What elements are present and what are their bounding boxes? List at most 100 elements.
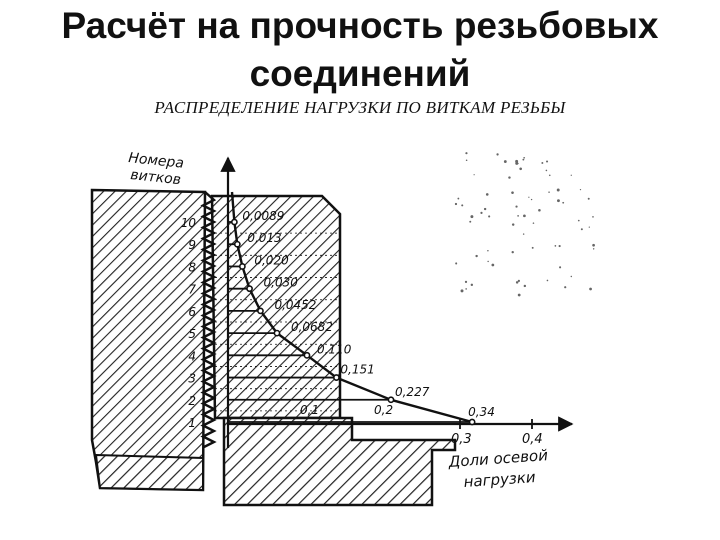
load-value-label: 0,227 — [395, 385, 430, 399]
noise-speck — [558, 244, 561, 248]
load-value-label: 0,030 — [264, 276, 299, 290]
load-bars — [228, 218, 476, 426]
load-point — [257, 307, 264, 315]
noise-speck — [457, 197, 460, 200]
y-axis-label-line1: Номера — [128, 150, 185, 172]
load-point — [233, 240, 241, 248]
turn-number: 5 — [188, 327, 196, 341]
noise-speck — [508, 176, 511, 179]
noise-speck — [589, 287, 592, 291]
noise-speck — [469, 220, 472, 223]
noise-speck — [511, 223, 515, 226]
slide-subtitle: РАСПРЕДЕЛЕНИЕ НАГРУЗКИ ПО ВИТКАМ РЕЗЬБЫ — [154, 98, 566, 117]
turn-number: 8 — [188, 260, 196, 274]
load-value-label: 0,0682 — [291, 320, 333, 334]
turn-number: 6 — [188, 305, 196, 319]
turn-number: 10 — [181, 216, 197, 230]
noise-speck — [517, 215, 519, 217]
thread-profile — [200, 191, 217, 449]
load-point — [238, 263, 246, 270]
noise-speck — [515, 281, 519, 284]
noise-speck — [473, 174, 475, 176]
base-flange — [222, 416, 457, 507]
noise-speck — [522, 233, 525, 235]
turn-number: 3 — [188, 372, 196, 386]
noise-speck — [522, 158, 525, 161]
noise-speck — [528, 196, 530, 198]
load-point — [230, 218, 238, 226]
noise-speck — [483, 207, 487, 211]
load-value-labels: 0,00890,0130,0200,0300,04520,06820,1100,… — [242, 209, 494, 419]
bolt-bottom-band — [94, 453, 204, 492]
turn-number: 9 — [188, 238, 196, 252]
noise-speck — [461, 204, 464, 207]
load-value-label: 0,020 — [254, 253, 289, 267]
noise-speck — [455, 262, 458, 265]
turn-number: 4 — [188, 349, 196, 363]
noise-speck — [464, 280, 468, 283]
inner-load-label: 0,1 — [300, 403, 319, 417]
x-tick-0-3: 0,3 — [451, 432, 472, 447]
noise-speck — [491, 263, 495, 267]
noise-speck — [517, 293, 521, 297]
noise-speck — [587, 197, 590, 200]
scan-noise — [454, 152, 595, 297]
noise-speck — [523, 214, 526, 218]
noise-speck — [541, 161, 544, 164]
noise-speck — [465, 152, 468, 155]
noise-speck — [487, 250, 489, 252]
noise-speck — [532, 222, 535, 224]
turn-number: 2 — [188, 394, 196, 408]
noise-speck — [530, 198, 533, 201]
noise-speck — [454, 202, 458, 206]
noise-speck — [465, 288, 467, 290]
noise-speck — [588, 226, 590, 228]
noise-speck — [523, 284, 527, 288]
slide-title-line1: Расчёт на прочность резьбовых — [61, 5, 659, 46]
turn-number: 1 — [188, 416, 196, 430]
noise-speck — [496, 153, 499, 156]
noise-speck — [559, 266, 562, 269]
y-axis-label-line2: витков — [130, 167, 182, 188]
noise-speck — [488, 215, 491, 218]
noise-speck — [554, 245, 557, 247]
x-axis-label-line2: нагрузки — [463, 468, 536, 491]
noise-speck — [480, 211, 483, 214]
noise-speck — [460, 289, 464, 293]
load-point — [333, 374, 340, 381]
noise-speck — [545, 160, 549, 163]
noise-speck — [580, 228, 583, 231]
load-value-label: 0,0089 — [242, 209, 284, 223]
noise-speck — [487, 260, 489, 263]
noise-speck — [570, 174, 572, 176]
load-point — [273, 329, 281, 337]
noise-speck — [546, 279, 549, 282]
slide-title: Расчёт на прочность резьбовых соединений — [0, 2, 720, 98]
noise-speck — [562, 201, 565, 204]
slide-title-line2: соединений — [249, 53, 471, 94]
noise-speck — [485, 193, 489, 196]
turn-number: 7 — [188, 283, 196, 297]
noise-speck — [511, 191, 514, 194]
noise-speck — [592, 216, 594, 218]
noise-speck — [545, 169, 548, 172]
noise-speck — [577, 219, 580, 222]
load-point — [387, 396, 395, 404]
noise-speck — [579, 189, 582, 191]
load-point — [468, 418, 476, 426]
noise-speck — [475, 254, 478, 258]
noise-speck — [517, 279, 521, 282]
noise-speck — [592, 243, 595, 247]
load-value-label: 0,0452 — [274, 298, 316, 312]
load-point — [303, 351, 311, 359]
nut-body — [210, 194, 342, 420]
noise-speck — [548, 191, 550, 193]
noise-speck — [592, 248, 595, 250]
load-value-label: 0,34 — [468, 405, 495, 419]
x-tick-0-4: 0,4 — [522, 432, 543, 447]
turn-number-labels: 10 9 8 7 6 5 4 3 2 1 — [181, 216, 197, 430]
inner-load-label: 0,2 — [374, 403, 393, 417]
noise-speck — [564, 286, 567, 289]
noise-speck — [515, 161, 519, 165]
